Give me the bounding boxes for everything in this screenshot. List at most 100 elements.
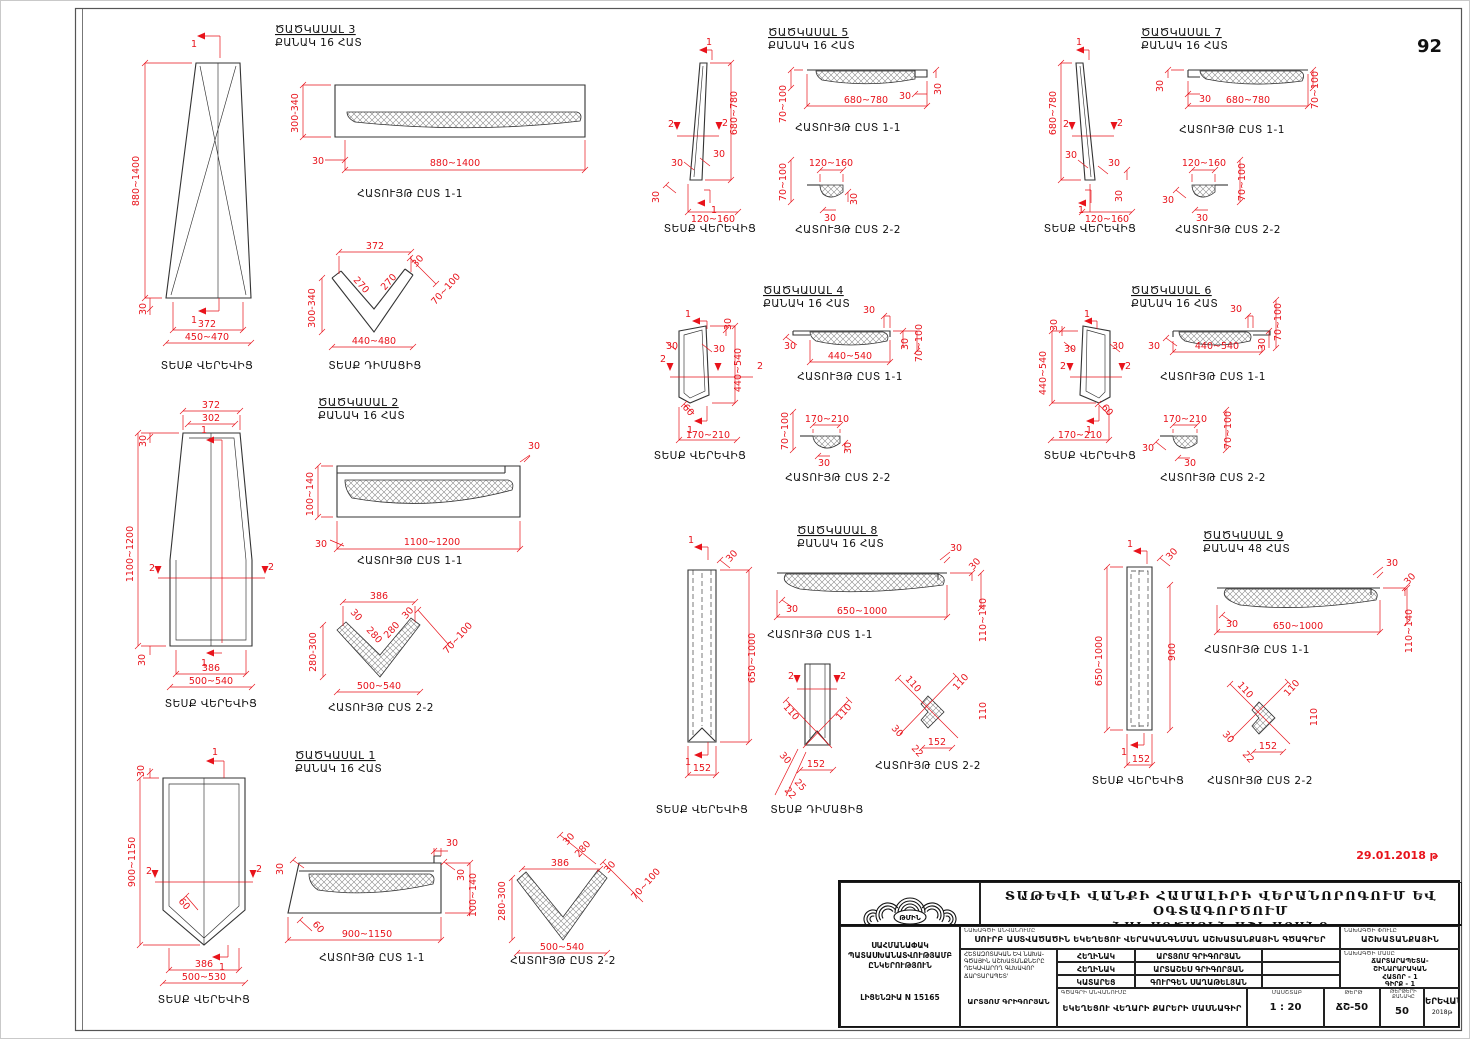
dim-label: 120~160 [809,158,853,169]
section-label: ՀԱՏՈՒՅԹ ԸՍՏ 1-1 [1160,371,1266,383]
dim-label: 30 [1108,158,1120,169]
sheet-label: ԹԵՐԹ [1344,990,1363,996]
dim-label: 22 [909,743,925,759]
section-marker: 1 [212,747,218,758]
role-cell: ՀԵՂԻՆԱԿ [1057,949,1135,962]
section-label: ՀԱՏՈՒՅԹ ԸՍՏ 2-2 [875,760,981,772]
slab-group-2: ԾԱԾԿԱՍԱԼ 2 ՔԱՆԱԿ 16 ՀԱՏ 372 302 30 1100~… [125,396,540,714]
page-number: 92 [1416,36,1442,57]
view-label: ՏԵՍՔ ՎԵՐԵՎԻՑ [1044,223,1136,235]
section-label: ՀԱՏՈՒՅԹ ԸՍՏ 1-1 [1204,644,1310,656]
company-logo: ԹՄԻՆ [840,882,980,926]
section-marker: 1 [191,315,197,326]
dim-label: 70~100 [914,324,925,362]
part-line: ՃԱՐՏԱՐԱՊԵՏԱ- [1371,957,1429,965]
slab-group-4: ԾԱԾԿԱՍԱԼ 4 ՔԱՆԱԿ 16 ՀԱՏ 1 1 2 2 30 30 30… [654,284,925,484]
dim-label: 30 [900,338,911,350]
section-marker: 2 [757,361,763,372]
dim-label: 152 [1132,754,1150,765]
dim-label: 30 [1226,619,1238,630]
signature-cell [1262,962,1340,975]
group-title: ԾԱԾԿԱՍԱԼ 4 [763,284,844,297]
dim-label: 30 [602,859,618,875]
slab-group-3: ԾԱԾԿԱՍԱԼ 3 ՔԱՆԱԿ 16 ՀԱՏ 880~1400 30 372 … [131,23,589,372]
company-line: ՊԱՏԱՍԽԱՆԱՏՎՈՒԹՅԱՄԲ [848,951,952,961]
section-marker: 2 [788,671,794,682]
dim-label: 70~100 [429,271,463,307]
stage-label: ՆԱԽԱԳԾԻ ՓՈՒԼԸ [1344,928,1397,934]
dim-label: 110 [1309,708,1320,726]
chief-line: ՃԱՐՏԱՐԱՊԵՏ' [964,973,1009,980]
group-qty: ՔԱՆԱԿ 16 ՀԱՏ [1131,298,1218,310]
section-label: ՀԱՏՈՒՅԹ ԸՍՏ 2-2 [795,224,901,236]
slab-group-5: ԾԱԾԿԱՍԱԼ 5 ՔԱՆԱԿ 16 ՀԱՏ 680~780 30 30 30… [651,26,944,236]
group-qty: ՔԱՆԱԿ 16 ՀԱՏ [275,37,362,49]
dim-label: 30 [863,305,875,316]
section-marker: 1 [711,205,717,216]
group-title: ԾԱԾԿԱՍԱԼ 8 [797,524,878,537]
dim-label: 30 [138,435,149,447]
license-number: ԼԻՑԵՆԶԻԱ N 15165 [860,993,940,1003]
section-marker: 1 [1086,425,1092,436]
dim-label: 300-340 [307,288,318,328]
dim-label: 152 [807,759,825,770]
dim-label: 30 [818,458,830,469]
section-label: ՀԱՏՈՒՅԹ ԸՍՏ 2-2 [510,955,616,967]
dim-label: 30 [312,156,324,167]
dim-label: 650~1000 [837,606,887,617]
dim-label: 120~160 [1085,214,1129,225]
dim-label: 280-300 [308,632,319,672]
dim-label: 386 [202,663,220,674]
group-title: ԾԱԾԿԱՍԱԼ 9 [1203,529,1284,542]
dim-label: 110~140 [978,598,989,642]
dim-label: 30 [456,869,467,881]
section-marker: 2 [660,354,666,365]
dim-label: 280-300 [497,881,508,921]
section-marker: 1 [1078,205,1084,216]
dim-label: 440~540 [733,348,744,392]
dim-label: 30 [1142,443,1154,454]
dim-label: 30 [1049,319,1060,331]
dim-label: 70~100 [1237,163,1248,201]
dim-label: 30 [1114,190,1125,202]
sheet-cell: ԹԵՐԹ ՃՇ-50 [1324,988,1380,1028]
section-marker: 2 [268,562,274,573]
role-name-cell: ԳՈՒՐԳԵՆ ՍԱՂԱԹԵԼՅԱՆ [1135,975,1262,988]
group-qty: ՔԱՆԱԿ 48 ՀԱՏ [1203,543,1290,555]
dim-label: 386 [370,591,388,602]
section-marker: 1 [191,39,197,50]
section-marker: 1 [1127,539,1133,550]
dim-label: 30 [723,318,734,330]
sheets-count-label: ԹԵՐԹԵՐԻ ՔԱՆԱԿԸ [1390,990,1417,1000]
dim-label: 440~540 [1038,351,1049,395]
dim-label: 30 [561,831,577,847]
dim-label: 650~1000 [1273,621,1323,632]
dim-label: 70~100 [1223,411,1234,449]
sheets-count-cell: ԹԵՐԹԵՐԻ ՔԱՆԱԿԸ 50 [1380,988,1424,1028]
view-label: ՏԵՍՔ ՎԵՐԵՎԻՑ [1044,450,1136,462]
project-name: ՍՈՒՐԲ ԱՍՏՎԱԾԱԾԻՆ ԵԿԵՂԵՑՈՒ ՎԵՐԱԿԱՆԳՆՄԱՆ Ա… [974,934,1326,944]
group-title: ԾԱԾԿԱՍԱԼ 1 [295,749,376,762]
section-marker: 2 [1060,361,1066,372]
dim-label: 110 [978,702,989,720]
view-label: ՏԵՍՔ ՎԵՐԵՎԻՑ [1092,775,1184,787]
dim-label: 440~540 [1195,341,1239,352]
dim-label: 110 [834,702,854,723]
dim-label: 120~160 [691,214,735,225]
dim-label: 372 [198,319,216,330]
dim-label: 900~1150 [127,837,138,887]
view-label: ՏԵՍՔ ԴԻՄԱՑԻՑ [770,804,863,816]
company-line: ԸՆԿԵՐՈՒԹՅՈՒՆ [868,961,932,971]
group-qty: ՔԱՆԱԿ 16 ՀԱՏ [295,763,382,775]
dim-label: 280 [573,839,593,860]
dim-label: 500~540 [189,676,233,687]
dim-label: 30 [446,838,458,849]
drawing-name-cell: ԳԾԱԳՐԻ ԱՆՎԱՆՈՒՄԸ ԵԿԵՂԵՑՈՒ ՎԵՂԱՐԻ ՔԱՐԵՐԻ … [1057,988,1247,1028]
dim-label: 880~1400 [131,156,142,206]
dim-label: 30 [950,543,962,554]
section-label: ՀԱՏՈՒՅԹ ԸՍՏ 1-1 [1179,124,1285,136]
dim-label: 30 [1196,213,1208,224]
dim-label: 680~780 [729,91,740,135]
